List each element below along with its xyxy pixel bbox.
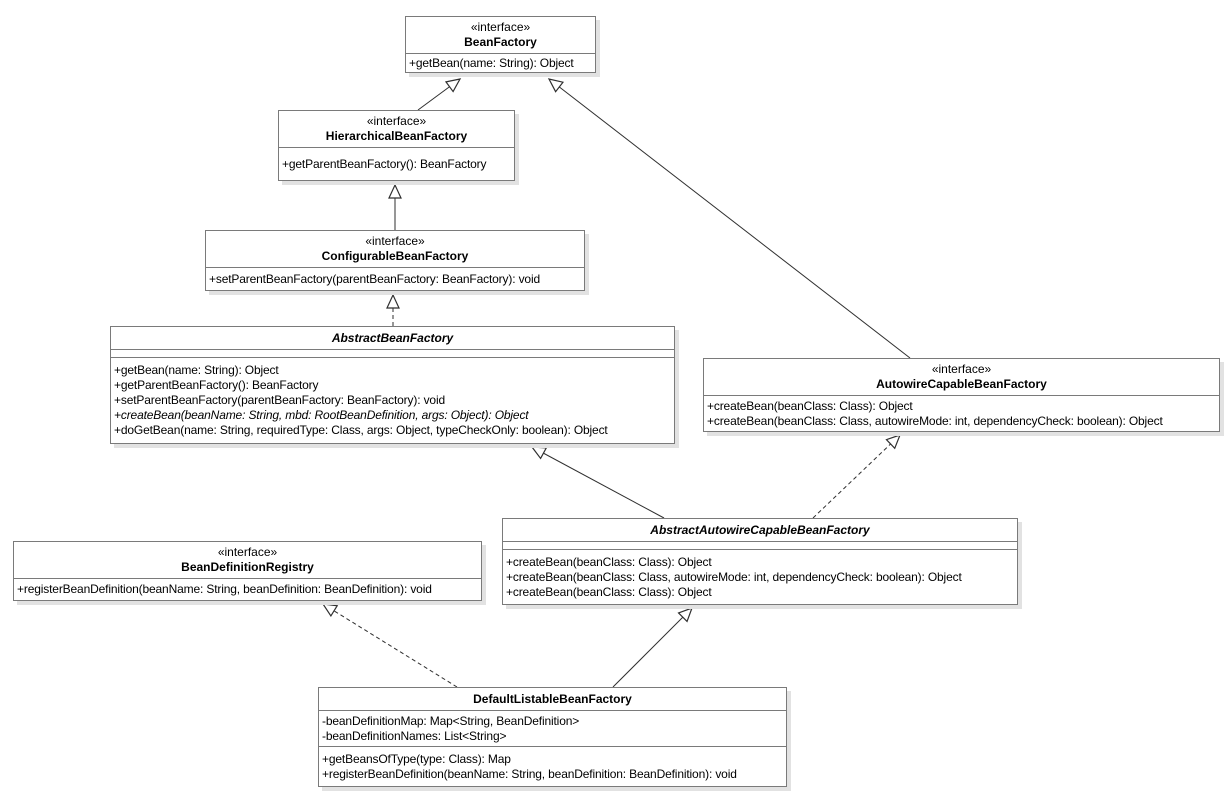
- methods-compartment: +createBean(beanClass: Class): Object +c…: [503, 549, 1017, 604]
- relation-abstractautowirecapablebeanfactory-extends-abstractbeanfactory: [530, 446, 665, 519]
- stereotype-label: «interface»: [931, 362, 992, 376]
- class-box-beanfactory: «interface» BeanFactory +getBean(name: S…: [405, 16, 596, 73]
- class-box-configurablebeanfactory: «interface» ConfigurableBeanFactory +set…: [205, 230, 585, 291]
- method-item: +createBean(beanClass: Class): Object: [506, 584, 712, 599]
- class-name: AutowireCapableBeanFactory: [876, 377, 1047, 391]
- class-title: «interface» BeanDefinitionRegistry: [14, 542, 481, 578]
- stereotype-label: «interface»: [365, 234, 425, 248]
- methods-compartment: +createBean(beanClass: Class): Object +c…: [704, 395, 1219, 431]
- class-name: HierarchicalBeanFactory: [325, 129, 468, 143]
- methods-compartment: +getParentBeanFactory(): BeanFactory: [279, 147, 514, 180]
- method-item: +setParentBeanFactory(parentBeanFactory:…: [209, 271, 540, 286]
- methods-compartment: +getBean(name: String): Object +getParen…: [111, 357, 674, 443]
- attribute-item: -beanDefinitionNames: List<String>: [322, 729, 507, 743]
- method-item: +createBean(beanClass: Class): Object: [506, 554, 712, 569]
- method-item: +setParentBeanFactory(parentBeanFactory:…: [114, 393, 445, 407]
- attributes-compartment: [111, 349, 674, 357]
- method-item: +doGetBean(name: String, requiredType: C…: [114, 423, 608, 437]
- class-box-abstractautowirecapablebeanfactory: AbstractAutowireCapableBeanFactory +crea…: [502, 518, 1018, 605]
- class-title: «interface» HierarchicalBeanFactory: [279, 111, 514, 147]
- stereotype-label: «interface»: [366, 114, 427, 128]
- method-item: +createBean(beanClass: Class): Object: [707, 398, 913, 413]
- method-item: +getParentBeanFactory(): BeanFactory: [282, 156, 487, 171]
- class-name: BeanDefinitionRegistry: [181, 560, 314, 574]
- stereotype-label: «interface»: [217, 545, 278, 559]
- class-title: DefaultListableBeanFactory: [319, 688, 786, 710]
- method-item: +registerBeanDefinition(beanName: String…: [17, 582, 432, 596]
- class-box-abstractbeanfactory: AbstractBeanFactory +getBean(name: Strin…: [110, 326, 675, 444]
- methods-compartment: +setParentBeanFactory(parentBeanFactory:…: [206, 267, 584, 290]
- class-name: DefaultListableBeanFactory: [473, 691, 632, 706]
- methods-compartment: +registerBeanDefinition(beanName: String…: [14, 578, 481, 600]
- class-name: ConfigurableBeanFactory: [321, 249, 469, 263]
- class-title: «interface» BeanFactory: [406, 17, 595, 53]
- relation-autowirecapablebeanfactory-extends-beanfactory: [547, 78, 911, 359]
- abstract-method-item: +createBean(beanName: String, mbd: RootB…: [114, 408, 529, 422]
- class-box-defaultlistablebeanfactory: DefaultListableBeanFactory -beanDefiniti…: [318, 687, 787, 787]
- relation-defaultlistablebeanfactory-implements-beandefinitionregistry: [321, 603, 458, 688]
- class-name: AbstractAutowireCapableBeanFactory: [650, 522, 870, 537]
- attributes-compartment: [503, 541, 1017, 549]
- method-item: +getBean(name: String): Object: [114, 363, 279, 377]
- class-box-beandefinitionregistry: «interface» BeanDefinitionRegistry +regi…: [13, 541, 482, 601]
- attribute-item: -beanDefinitionMap: Map<String, BeanDefi…: [322, 714, 580, 728]
- class-title: AbstractAutowireCapableBeanFactory: [503, 519, 1017, 541]
- methods-compartment: +getBeansOfType(type: Class): Map +regis…: [319, 746, 786, 786]
- class-title: «interface» ConfigurableBeanFactory: [206, 231, 584, 267]
- relation-hierarchicalbeanfactory-extends-beanfactory: [417, 78, 462, 111]
- class-box-hierarchicalbeanfactory: «interface» HierarchicalBeanFactory +get…: [278, 110, 515, 181]
- method-item: +createBean(beanClass: Class, autowireMo…: [707, 413, 1163, 428]
- class-name: BeanFactory: [464, 35, 537, 49]
- class-box-autowirecapablebeanfactory: «interface» AutowireCapableBeanFactory +…: [703, 358, 1220, 432]
- relation-abstractautowirecapablebeanfactory-implements-autowirecapablebeanfactory: [812, 434, 902, 519]
- method-item: +getParentBeanFactory(): BeanFactory: [114, 378, 319, 392]
- method-item: +getBeansOfType(type: Class): Map: [322, 751, 511, 766]
- stereotype-label: «interface»: [470, 20, 531, 34]
- method-item: +registerBeanDefinition(beanName: String…: [322, 766, 737, 781]
- class-title: AbstractBeanFactory: [111, 327, 674, 349]
- class-name: AbstractBeanFactory: [331, 330, 454, 345]
- methods-compartment: +getBean(name: String): Object: [406, 53, 595, 72]
- attributes-compartment: -beanDefinitionMap: Map<String, BeanDefi…: [319, 710, 786, 746]
- class-title: «interface» AutowireCapableBeanFactory: [704, 359, 1219, 395]
- method-item: +getBean(name: String): Object: [409, 55, 574, 70]
- method-item: +createBean(beanClass: Class, autowireMo…: [506, 569, 962, 584]
- relation-defaultlistablebeanfactory-extends-abstractautowirecapablebeanfactory: [612, 606, 694, 688]
